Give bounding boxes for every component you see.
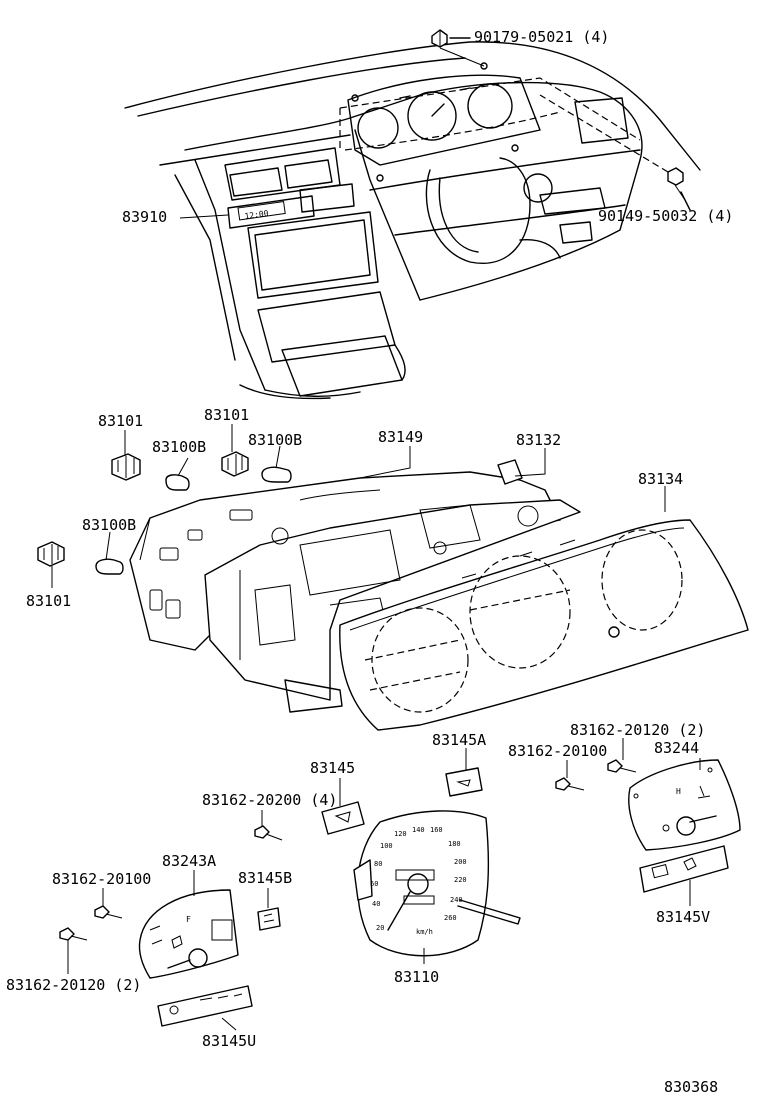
screw-icon xyxy=(59,927,88,941)
callout-83101-c: 83101 xyxy=(26,592,71,610)
bulb-icon xyxy=(165,474,190,491)
svg-text:160: 160 xyxy=(430,826,443,834)
callout-83162-20100-a: 83162-20100 xyxy=(508,742,607,760)
temperature-gauge-83244: H xyxy=(628,759,741,851)
screw-90179 xyxy=(431,29,448,48)
callout-83162-20120-b: 83162-20120 (2) xyxy=(6,976,141,994)
callouts: 90179-05021 (4) 90149-50032 (4) 83910 83… xyxy=(6,28,733,1096)
diagram-id: 830368 xyxy=(664,1078,718,1096)
speedometer-unit: km/h xyxy=(416,928,433,936)
leader-90179 xyxy=(439,47,485,67)
callout-83145A: 83145A xyxy=(432,731,486,749)
printed-circuit-83132 xyxy=(204,459,581,713)
callout-83145: 83145 xyxy=(310,759,355,777)
screw-icon xyxy=(254,825,283,841)
indicator-83145 xyxy=(321,801,365,835)
svg-text:120: 120 xyxy=(394,830,407,838)
socket-icon xyxy=(37,541,65,567)
clock-display: 12:00 xyxy=(244,209,269,221)
callout-83162-20100-b: 83162-20100 xyxy=(52,870,151,888)
callout-83101-b: 83101 xyxy=(204,406,249,424)
screw-icon xyxy=(94,905,123,919)
callout-83162-20200: 83162-20200 (4) xyxy=(202,791,337,809)
socket-icon xyxy=(221,451,249,477)
callout-83110: 83110 xyxy=(394,968,439,986)
svg-text:140: 140 xyxy=(412,826,425,834)
svg-text:100: 100 xyxy=(380,842,393,850)
speedometer-83110: 20 40 60 80 100 120 140 160 180 200 220 … xyxy=(353,810,521,957)
callout-83145B: 83145B xyxy=(238,869,292,887)
indicator-83145B xyxy=(257,907,281,931)
svg-text:40: 40 xyxy=(372,900,380,908)
svg-text:80: 80 xyxy=(374,860,382,868)
bulb-icon xyxy=(95,558,124,575)
socket-icon xyxy=(111,453,141,481)
warning-lens-83145V xyxy=(639,845,729,893)
callout-83243A: 83243A xyxy=(162,852,216,870)
svg-text:220: 220 xyxy=(454,876,467,884)
callout-83132: 83132 xyxy=(516,431,561,449)
callout-90179: 90179-05021 (4) xyxy=(474,28,609,46)
fuel-gauge-mark: F xyxy=(186,915,191,924)
callout-90149: 90149-50032 (4) xyxy=(598,207,733,225)
callout-83149: 83149 xyxy=(378,428,423,446)
svg-text:180: 180 xyxy=(448,840,461,848)
callout-83145V: 83145V xyxy=(656,908,710,926)
callout-83145U: 83145U xyxy=(202,1032,256,1050)
callout-83100B-a: 83100B xyxy=(152,438,206,456)
temperature-gauge-mark: H xyxy=(676,787,681,796)
dashboard-drawing: 12:00 xyxy=(124,41,701,400)
svg-text:260: 260 xyxy=(444,914,457,922)
svg-text:200: 200 xyxy=(454,858,467,866)
warning-lens-83145U xyxy=(157,985,253,1027)
leader-lines xyxy=(51,214,701,1031)
indicator-83145A xyxy=(445,767,483,797)
leader-90149 xyxy=(539,94,669,173)
callout-83101-a: 83101 xyxy=(98,412,143,430)
callout-83134: 83134 xyxy=(638,470,683,488)
svg-text:240: 240 xyxy=(450,896,463,904)
dial-plate-83134 xyxy=(339,519,749,731)
svg-text:20: 20 xyxy=(376,924,384,932)
screw-icon xyxy=(607,759,637,773)
callout-83910: 83910 xyxy=(122,208,167,226)
fuel-gauge-83243A: F xyxy=(138,889,239,979)
callout-83100B-b: 83100B xyxy=(248,431,302,449)
callout-83162-20120-a: 83162-20120 (2) xyxy=(570,721,705,739)
bulb-icon xyxy=(261,466,292,483)
callout-83244: 83244 xyxy=(654,739,699,757)
screw-icon xyxy=(555,777,585,791)
callout-83100B-c: 83100B xyxy=(82,516,136,534)
speedometer-scale: 20 40 60 80 100 120 140 160 180 200 220 … xyxy=(370,826,467,936)
svg-text:60: 60 xyxy=(370,880,378,888)
